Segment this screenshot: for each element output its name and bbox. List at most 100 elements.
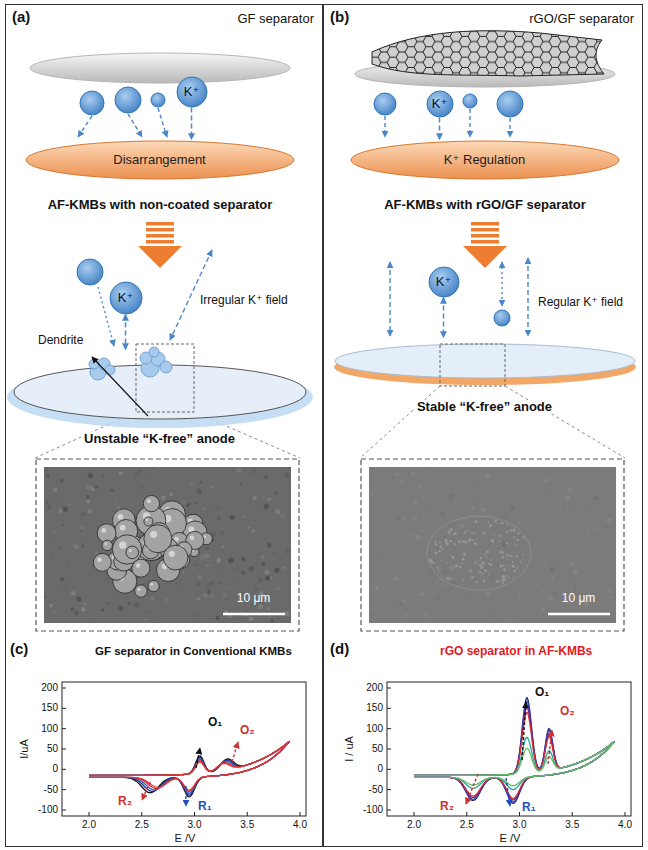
node-illustration	[36, 459, 299, 631]
sem-texture	[481, 572, 483, 574]
sem-texture	[439, 530, 441, 532]
sem-texture	[376, 557, 381, 562]
sem-texture	[418, 588, 422, 592]
sem-texture	[215, 504, 220, 509]
ion-circle	[463, 94, 477, 108]
sem-texture	[463, 553, 466, 556]
sem-texture	[175, 581, 178, 584]
tick-mark	[62, 748, 66, 749]
sem-texture	[446, 576, 449, 579]
sem-texture	[547, 595, 552, 600]
sem-texture	[164, 597, 169, 602]
annotation: Dendrite	[38, 334, 83, 348]
tick-label: 4.0	[618, 819, 632, 831]
ion-circle	[374, 93, 396, 115]
sem-texture	[387, 561, 388, 562]
sem-texture	[401, 516, 404, 519]
sem-texture	[94, 485, 98, 489]
dendrite-highlight	[137, 587, 140, 590]
sem-texture	[576, 605, 577, 606]
sem-texture	[419, 529, 422, 532]
sem-texture	[473, 541, 476, 544]
tick-label: 3.0	[513, 819, 527, 831]
sem-texture	[573, 585, 576, 588]
sem-texture	[464, 531, 466, 533]
sem-texture	[216, 558, 221, 563]
scale-bar	[223, 612, 285, 615]
sem-texture	[80, 511, 85, 516]
potassium-ion: K⁺	[109, 281, 143, 315]
sem-texture	[608, 595, 612, 599]
peak-label: O₁	[208, 716, 222, 730]
panel-heading: (b)	[330, 8, 349, 25]
sem-texture	[219, 531, 223, 535]
sem-image: 10 μm	[360, 458, 625, 632]
sem-texture	[447, 530, 449, 532]
sem-texture	[502, 579, 505, 582]
annotation: Regular K⁺ field	[538, 296, 623, 310]
sem-texture	[513, 536, 515, 538]
sem-texture	[251, 529, 255, 533]
sem-texture	[272, 475, 276, 479]
sem-texture	[470, 531, 472, 533]
sem-texture	[160, 495, 165, 500]
sem-texture	[479, 556, 482, 559]
sem-texture	[385, 538, 390, 543]
sem-texture	[461, 497, 465, 501]
electrode-surface	[351, 141, 619, 179]
plot-title: rGO separator in AF-KMBs	[440, 645, 592, 659]
sem-texture	[221, 592, 226, 597]
tick-mark	[572, 812, 573, 816]
sem-texture	[488, 606, 493, 611]
ion-label: K⁺	[184, 84, 200, 99]
sem-texture	[44, 595, 46, 597]
sem-texture	[403, 613, 407, 617]
sem-texture	[501, 555, 503, 557]
sem-texture	[62, 506, 67, 511]
sem-texture	[606, 517, 611, 522]
sem-texture	[498, 580, 500, 582]
sem-texture	[540, 543, 545, 548]
ion-label: K⁺	[118, 290, 134, 305]
surface-label: K⁺ Regulation	[444, 152, 525, 167]
sem-texture	[540, 481, 544, 485]
sem-texture	[81, 542, 84, 545]
zoom-guide	[505, 386, 625, 458]
sem-texture	[567, 486, 572, 491]
anode-surface	[14, 365, 306, 419]
sem-texture	[593, 526, 598, 531]
potassium-ion: K⁺	[426, 90, 454, 118]
cv-curve	[414, 698, 614, 803]
sem-texture	[426, 505, 428, 507]
panel-letter: (d)	[330, 640, 349, 657]
sem-texture	[51, 609, 55, 613]
sem-texture	[76, 596, 81, 601]
figure-panel: K⁺K⁺ RegulationK⁺Stable “K-free” anode10…	[323, 4, 643, 847]
sem-texture	[513, 511, 517, 515]
dendrite-highlight	[128, 548, 131, 551]
sem-texture	[608, 484, 610, 486]
sem-texture	[434, 543, 436, 545]
separator-disc	[30, 53, 290, 83]
tick-mark	[62, 809, 66, 810]
sem-texture	[393, 576, 398, 581]
sem-texture	[61, 523, 64, 526]
sem-texture	[568, 571, 571, 574]
sem-texture	[474, 562, 476, 564]
sem-texture	[208, 593, 213, 598]
sem-texture	[503, 514, 508, 519]
sem-texture	[582, 549, 583, 550]
sem-texture	[432, 561, 435, 564]
sem-texture	[524, 469, 526, 471]
dendrite-highlight	[117, 513, 123, 519]
sem-texture	[127, 602, 130, 605]
tick-mark	[387, 769, 391, 770]
sem-texture	[550, 576, 554, 580]
sem-texture	[491, 614, 494, 617]
ion-path-arrow	[384, 116, 385, 137]
sem-texture	[407, 584, 409, 586]
sem-texture	[461, 551, 465, 555]
sem-texture	[240, 570, 245, 575]
sem-texture	[474, 559, 479, 564]
dendrite	[160, 361, 172, 373]
